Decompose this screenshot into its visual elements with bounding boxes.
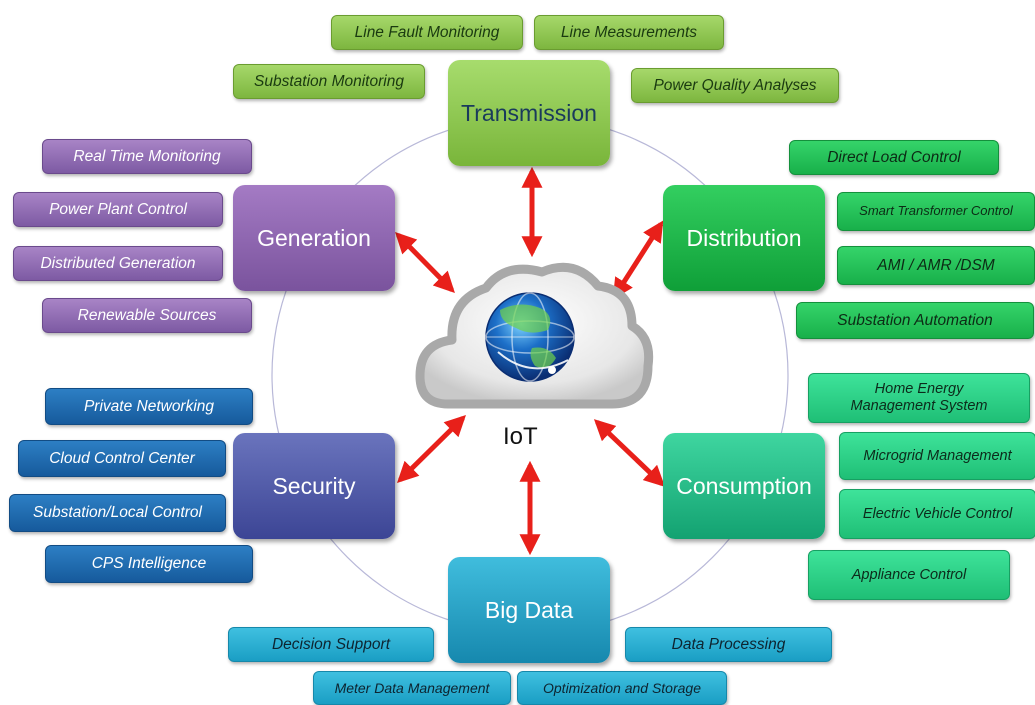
hub-transmission: Transmission bbox=[448, 60, 610, 166]
hub-transmission-label: Transmission bbox=[461, 99, 597, 126]
leaf-renewable-sources: Renewable Sources bbox=[42, 298, 252, 333]
leaf-real-time-monitoring: Real Time Monitoring bbox=[42, 139, 252, 174]
leaf-decision-support: Decision Support bbox=[228, 627, 434, 662]
leaf-substation-monitoring: Substation Monitoring bbox=[233, 64, 425, 99]
leaf-ami-amr-dsm: AMI / AMR /DSM bbox=[837, 246, 1035, 285]
leaf-substation-local-control: Substation/Local Control bbox=[9, 494, 226, 532]
hub-bigdata: Big Data bbox=[448, 557, 610, 663]
leaf-line-measurements: Line Measurements bbox=[534, 15, 724, 50]
leaf-electric-vehicle-control: Electric Vehicle Control bbox=[839, 489, 1035, 539]
leaf-substation-automation: Substation Automation bbox=[796, 302, 1034, 339]
leaf-appliance-control: Appliance Control bbox=[808, 550, 1010, 600]
hub-distribution: Distribution bbox=[663, 185, 825, 291]
globe-icon bbox=[485, 292, 575, 382]
hub-distribution-label: Distribution bbox=[686, 224, 802, 251]
leaf-cps-intelligence: CPS Intelligence bbox=[45, 545, 253, 583]
leaf-data-processing: Data Processing bbox=[625, 627, 832, 662]
leaf-line-fault-monitoring: Line Fault Monitoring bbox=[331, 15, 523, 50]
hub-security: Security bbox=[233, 433, 395, 539]
leaf-distributed-generation: Distributed Generation bbox=[13, 246, 223, 281]
arrow-security bbox=[397, 415, 466, 483]
leaf-power-quality-analyses: Power Quality Analyses bbox=[631, 68, 839, 103]
hub-security-label: Security bbox=[272, 472, 356, 499]
hub-bigdata-label: Big Data bbox=[484, 596, 574, 623]
leaf-cloud-control-center: Cloud Control Center bbox=[18, 440, 226, 477]
leaf-smart-transformer-control: Smart Transformer Control bbox=[837, 192, 1035, 231]
leaf-optimization-and-storage: Optimization and Storage bbox=[517, 671, 727, 705]
leaf-meter-data-management: Meter Data Management bbox=[313, 671, 511, 705]
leaf-home-energy-management-system: Home Energy Management System bbox=[808, 373, 1030, 423]
arrow-generation bbox=[395, 232, 455, 293]
arrow-consumption bbox=[593, 419, 666, 487]
arrow-distribution bbox=[612, 220, 664, 300]
leaf-microgrid-management: Microgrid Management bbox=[839, 432, 1035, 480]
hub-generation-label: Generation bbox=[257, 224, 371, 251]
leaf-power-plant-control: Power Plant Control bbox=[13, 192, 223, 227]
hub-consumption: Consumption bbox=[663, 433, 825, 539]
leaf-private-networking: Private Networking bbox=[45, 388, 253, 425]
hub-generation: Generation bbox=[233, 185, 395, 291]
iot-label: IoT bbox=[503, 423, 538, 450]
leaf-direct-load-control: Direct Load Control bbox=[789, 140, 999, 175]
hub-consumption-label: Consumption bbox=[676, 472, 812, 499]
